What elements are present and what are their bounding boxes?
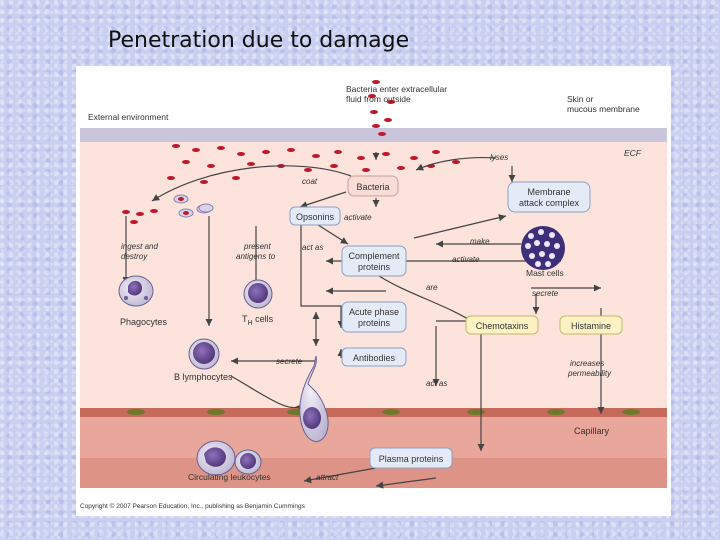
label-act-as-bottom: act as (426, 379, 447, 388)
label-lyses: lyses (490, 153, 508, 162)
immune-response-diagram: Bacteria Opsonins Membrane attack comple… (76, 66, 671, 516)
circulating-leukocyte-cell (196, 440, 262, 476)
flow-arrows (122, 152, 605, 489)
svg-text:proteins: proteins (358, 262, 391, 272)
complement-proteins-box: Complement proteins (341, 245, 407, 277)
membrane-attack-complex-box: Membrane attack complex (507, 181, 591, 213)
label-bacteria-enter-1: Bacteria enter extracellular (346, 84, 447, 94)
label-secrete-bottom: secrete (276, 357, 303, 366)
svg-text:Plasma proteins: Plasma proteins (379, 454, 444, 464)
label-increases-1: increases (570, 359, 604, 368)
svg-text:Bacteria: Bacteria (356, 182, 389, 192)
opsonins-box: Opsonins (289, 206, 341, 226)
label-act-as-left: act as (302, 243, 323, 252)
th-cell (243, 279, 273, 309)
label-present-2: antigens to (236, 252, 276, 261)
label-activate: activate (344, 213, 372, 222)
label-ecf: ECF (624, 148, 642, 158)
label-present-1: present (243, 242, 271, 251)
svg-text:proteins: proteins (358, 318, 391, 328)
skin-membrane-layer (80, 128, 667, 142)
bacteria-box: Bacteria (347, 175, 399, 197)
label-are: are (426, 283, 438, 292)
antibodies-box: Antibodies (341, 347, 407, 367)
label-th-cells: TH cells (242, 314, 274, 327)
histamine-box: Histamine (559, 315, 623, 335)
svg-text:Acute phase: Acute phase (349, 307, 399, 317)
svg-text:Opsonins: Opsonins (296, 212, 335, 222)
label-activate-mast: activate (452, 255, 480, 264)
svg-text:Membrane: Membrane (527, 187, 570, 197)
plasma-proteins-box: Plasma proteins (369, 447, 453, 469)
svg-text:Chemotaxins: Chemotaxins (476, 321, 529, 331)
copyright-text: Copyright © 2007 Pearson Education, Inc.… (80, 502, 306, 510)
diagram-canvas: Bacteria Opsonins Membrane attack comple… (76, 66, 671, 510)
label-ingest-2: destroy (121, 252, 148, 261)
svg-text:Complement: Complement (348, 251, 400, 261)
migrating-leukocyte-cell (299, 355, 329, 442)
label-bacteria-enter-2: fluid from outside (346, 94, 411, 104)
label-ingest-1: ingest and (121, 242, 158, 251)
chemotaxins-box: Chemotaxins (465, 315, 539, 335)
label-capillary: Capillary (574, 426, 610, 436)
svg-text:Histamine: Histamine (571, 321, 611, 331)
mast-cell (521, 226, 565, 270)
label-circulating-leukocytes: Circulating leukocytes (188, 472, 271, 482)
phagocyte-cell (118, 275, 154, 307)
bacteria-particles (122, 80, 460, 224)
endothelial-nuclei (127, 409, 640, 415)
acute-phase-proteins-box: Acute phase proteins (341, 301, 407, 333)
label-phagocytes: Phagocytes (120, 317, 168, 327)
label-increases-2: permeability (567, 369, 612, 378)
slide-title: Penetration due to damage (108, 28, 410, 53)
svg-text:attack complex: attack complex (519, 198, 580, 208)
label-secrete-top: secrete (532, 289, 559, 298)
svg-text:Antibodies: Antibodies (353, 353, 396, 363)
opsonized-bacteria (173, 194, 214, 218)
label-mast-cells: Mast cells (526, 268, 564, 278)
label-coat: coat (302, 177, 318, 186)
capillary-wall (80, 408, 667, 417)
label-attract: attract (316, 473, 339, 482)
label-b-lymphocytes: B lymphocytes (174, 372, 233, 382)
label-skin-2: mucous membrane (567, 104, 640, 114)
label-skin-1: Skin or (567, 94, 594, 104)
label-external-environment: External environment (88, 112, 169, 122)
b-lymphocyte-cell (188, 338, 220, 370)
label-make: make (470, 237, 490, 246)
